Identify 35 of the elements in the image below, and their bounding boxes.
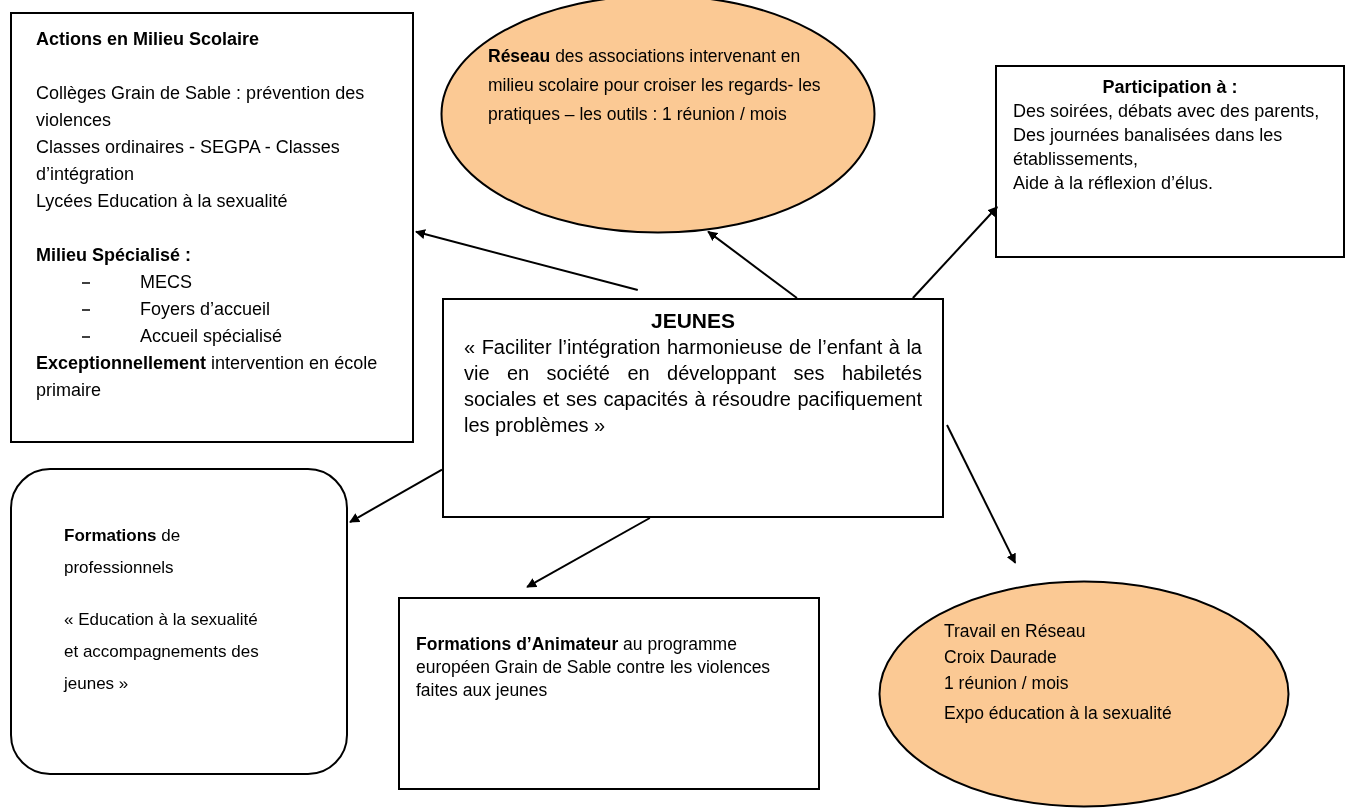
node-text: Travail en Réseau: [944, 620, 1087, 643]
node-text: 1 réunion / mois: [944, 672, 1070, 695]
node-text: Expo éducation à la sexualité: [944, 702, 1173, 725]
text-box: [398, 597, 820, 790]
list-item: MECS: [140, 271, 192, 294]
node-text: Croix Daurade: [944, 646, 1058, 669]
text-box: [995, 65, 1345, 258]
node-heading: JEUNES: [650, 308, 736, 334]
node-text: Des soirées, débats avec des parents,: [1013, 100, 1321, 123]
list-item: Foyers d’accueil: [140, 298, 271, 321]
node-heading: Participation à :: [1101, 76, 1239, 99]
node-text: Classes ordinaires - SEGPA - Classes d’intégration: [36, 136, 341, 186]
node-heading: Actions en Milieu Scolaire: [36, 28, 261, 51]
list-item: Accueil spécialisé: [140, 325, 283, 348]
arrow: [946, 423, 1017, 564]
text-box: [10, 12, 414, 443]
rounded-box: [10, 468, 348, 775]
node-text: Formations d’Animateur au programme européen Grain de Sable contre les violences faites aux jeunes: [416, 633, 772, 702]
node-text: Collèges Grain de Sable : prévention des violences: [36, 82, 366, 132]
arrow: [415, 229, 639, 292]
node-text: Aide à la réflexion d’élus.: [1013, 172, 1215, 195]
node-text: Formations de professionnels: [64, 525, 182, 579]
arrow: [349, 468, 443, 524]
node-text: « Faciliter l’intégration harmonieuse de l’enfant à la vie en société en développant ses habiletés sociales et ses capacités à résoudre pacifiquement les problèmes »: [464, 335, 922, 438]
node-text: « Education à la sexualité et accompagnements des jeunes »: [64, 609, 260, 695]
node-text: Réseau des associations intervenant en milieu scolaire pour croiser les regards- les pratiques – les outils : 1 réunion / mois: [488, 45, 822, 126]
node-text: Lycées Education à la sexualité: [36, 190, 289, 213]
node-text: Exceptionnellement intervention en école primaire: [36, 352, 379, 402]
ellipse-node: [878, 580, 1290, 808]
arrow: [911, 206, 999, 299]
arrow: [707, 230, 798, 299]
arrow: [526, 517, 651, 588]
node-text: Des journées banalisées dans les établissements,: [1013, 124, 1284, 171]
text-box: [442, 298, 944, 518]
node-heading: Milieu Spécialisé :: [36, 244, 193, 267]
